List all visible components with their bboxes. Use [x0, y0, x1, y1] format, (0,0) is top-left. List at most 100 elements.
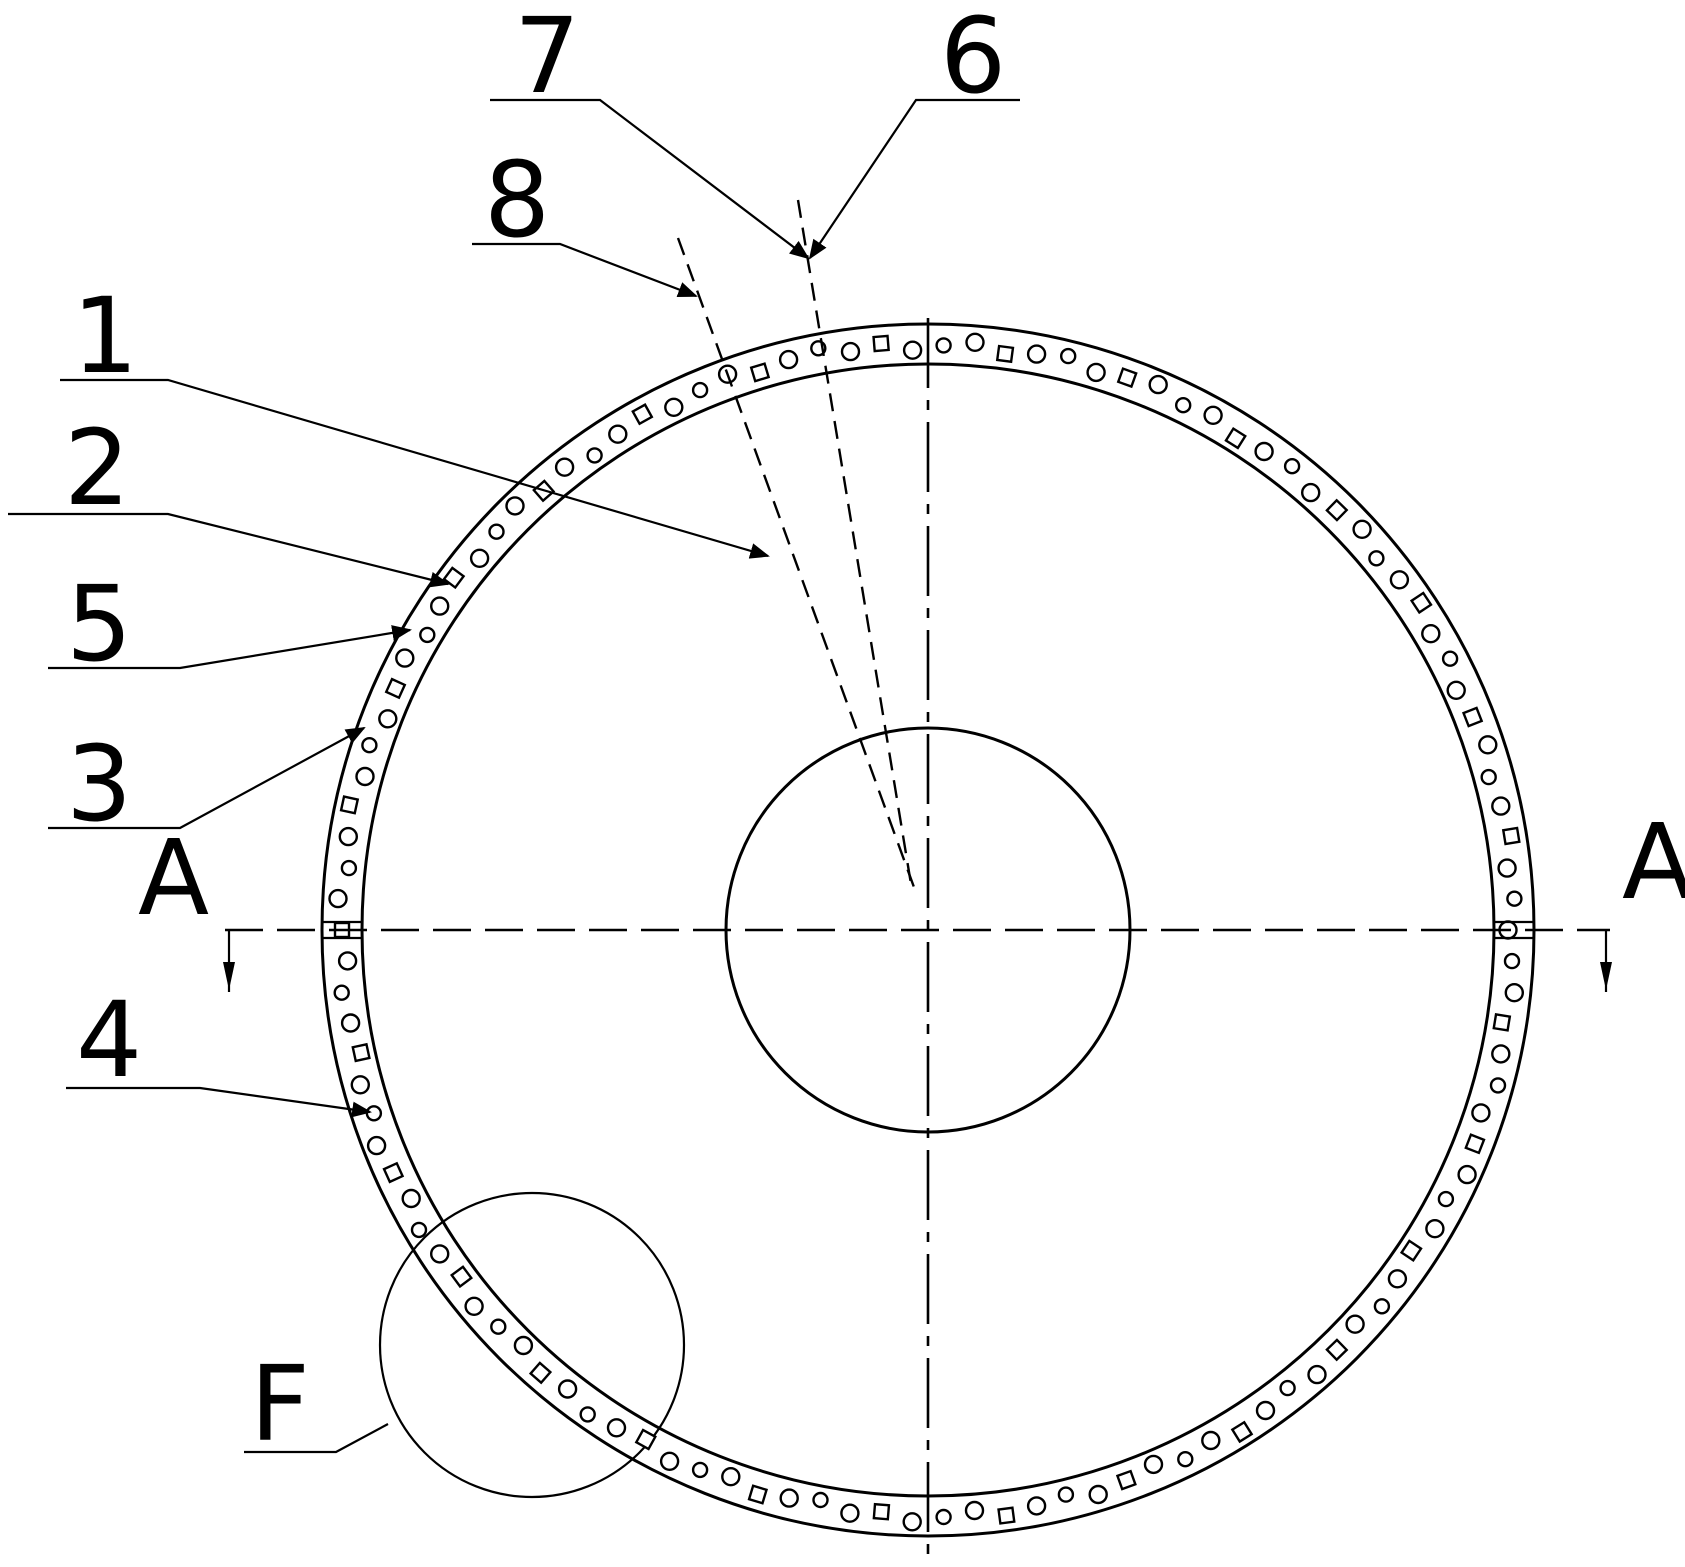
- pore: [419, 626, 436, 644]
- pore: [1421, 624, 1441, 644]
- pore: [1425, 1218, 1445, 1239]
- leader-f: [244, 1423, 389, 1454]
- pore: [328, 888, 348, 909]
- leader-1: [60, 378, 770, 559]
- pore: [1491, 796, 1511, 816]
- pore: [1489, 1077, 1507, 1094]
- pore: [997, 1506, 1016, 1525]
- pore: [840, 1503, 860, 1523]
- pore: [338, 826, 358, 847]
- pore: [340, 1013, 361, 1033]
- pore: [1471, 1103, 1491, 1123]
- pore: [1446, 680, 1466, 700]
- pore: [395, 648, 415, 668]
- label-7: 7: [514, 0, 580, 117]
- pore: [664, 397, 684, 417]
- pore: [1143, 1454, 1164, 1475]
- pore: [1457, 1164, 1477, 1185]
- pore: [488, 523, 505, 540]
- pore: [490, 1318, 507, 1335]
- pore: [691, 381, 709, 399]
- pore: [1503, 952, 1521, 970]
- label-1: 1: [72, 275, 138, 397]
- pore: [606, 1418, 627, 1438]
- pore: [659, 1451, 680, 1472]
- label-3: 3: [66, 723, 132, 845]
- pore: [1368, 550, 1385, 567]
- pore: [350, 1075, 370, 1095]
- pore: [1409, 591, 1433, 615]
- pore: [691, 1461, 709, 1479]
- leader-6: [808, 98, 1020, 260]
- pore: [339, 795, 360, 815]
- pore: [964, 1500, 985, 1521]
- pore: [1300, 482, 1321, 503]
- pore: [464, 1296, 484, 1317]
- pore: [840, 341, 861, 362]
- pore: [579, 1406, 596, 1423]
- pore: [812, 1491, 829, 1509]
- pore: [450, 1265, 473, 1289]
- pore: [378, 709, 398, 729]
- pore: [1255, 1400, 1276, 1421]
- pore: [1088, 1484, 1108, 1505]
- pore: [401, 1188, 421, 1209]
- detail-circle: [378, 1191, 686, 1499]
- pore: [365, 1105, 383, 1122]
- pore: [469, 548, 490, 568]
- pore: [634, 1428, 657, 1451]
- pore: [1491, 1044, 1511, 1064]
- label-6: 6: [940, 0, 1006, 117]
- pore: [1464, 1133, 1486, 1155]
- pore: [1352, 519, 1372, 539]
- pore: [1497, 858, 1517, 878]
- leader-3: [48, 727, 366, 830]
- pore: [1254, 441, 1274, 462]
- pore: [779, 1488, 799, 1508]
- pore: [778, 349, 799, 370]
- leader-8: [472, 242, 698, 298]
- label-2: 2: [64, 407, 130, 529]
- pore: [1501, 826, 1521, 846]
- pore: [1325, 1338, 1349, 1362]
- pore: [382, 1161, 405, 1184]
- pore: [557, 1379, 578, 1399]
- pore: [1437, 1190, 1455, 1208]
- pore: [631, 403, 654, 426]
- hidden-line-6: [796, 199, 914, 891]
- pore: [995, 344, 1015, 364]
- pore: [1345, 1314, 1365, 1334]
- pore: [554, 457, 575, 477]
- pore: [1307, 1364, 1327, 1385]
- pore: [608, 424, 628, 444]
- pore: [355, 766, 375, 787]
- pore: [965, 332, 985, 352]
- pore: [1177, 1450, 1194, 1468]
- pore: [340, 859, 358, 877]
- pore: [1086, 362, 1106, 383]
- pore: [747, 1484, 769, 1505]
- pore: [410, 1221, 428, 1239]
- hidden-line-8: [676, 237, 917, 891]
- leader-4: [66, 1086, 372, 1118]
- pore: [1279, 1379, 1296, 1397]
- label-5: 5: [66, 563, 132, 685]
- pore: [1026, 1496, 1047, 1516]
- pore: [1224, 427, 1247, 450]
- pore: [1478, 735, 1498, 755]
- label-a-left: A: [138, 817, 209, 939]
- pore: [935, 1508, 952, 1526]
- pore: [1203, 405, 1223, 425]
- pore: [749, 362, 771, 383]
- pore: [1026, 344, 1047, 364]
- pore: [1174, 397, 1192, 414]
- pore: [721, 1466, 741, 1487]
- pore: [1057, 1486, 1075, 1503]
- label-4: 4: [76, 979, 142, 1101]
- pore: [505, 496, 525, 516]
- pore: [513, 1335, 534, 1356]
- label-f: F: [250, 1343, 310, 1465]
- pore: [1387, 1269, 1408, 1289]
- pore: [1059, 347, 1077, 365]
